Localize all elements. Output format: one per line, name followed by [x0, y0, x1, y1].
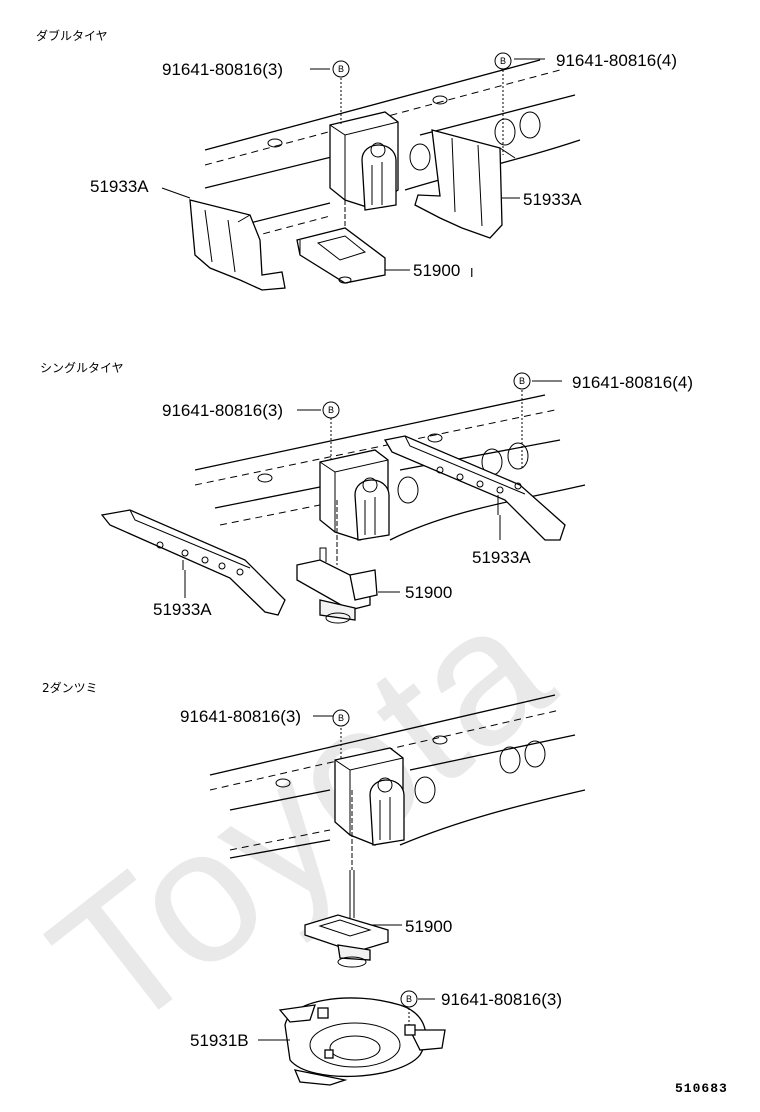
carrier-51900 [296, 227, 386, 284]
bracket-51933a-right [414, 129, 516, 239]
section-two-stage: 2ダンツミ [42, 680, 586, 1086]
leader-line [161, 187, 191, 199]
callout-marker-b: B [513, 372, 531, 390]
svg-text:B: B [338, 64, 344, 74]
section-title: シングルタイヤ [40, 361, 124, 375]
section-title: ダブルタイヤ [36, 28, 108, 43]
svg-text:B: B [338, 713, 344, 723]
svg-text:B: B [406, 994, 412, 1004]
part-label-carrier: 51900 [405, 917, 452, 936]
part-label-bolt: 91641-80816(3) [162, 401, 283, 420]
tire-plate-51931b [278, 997, 446, 1086]
part-label-suffix: I [470, 266, 474, 280]
part-label-bracket: 51933A [523, 190, 582, 209]
part-label-bolt: 91641-80816(4) [572, 373, 693, 392]
part-label-bracket: 51933A [153, 600, 212, 619]
part-label-plate: 51931B [190, 1031, 249, 1050]
part-label-bolt: 91641-80816(3) [180, 707, 301, 726]
bracket-51933a-right [383, 435, 566, 541]
callout-marker-b: B [332, 60, 350, 78]
part-label-bracket: 51933A [472, 548, 531, 567]
svg-text:B: B [328, 405, 334, 415]
hanger-housing [319, 449, 390, 541]
hanger-housing [334, 747, 405, 846]
frame-rail [209, 694, 586, 859]
part-label-carrier: 51900 [413, 261, 460, 280]
section-single-tire: シングルタイヤ [40, 361, 693, 624]
diagram-code: 510683 [675, 1081, 728, 1096]
callout-marker-b: B [494, 52, 512, 70]
section-double-tire: ダブルタイヤ [36, 28, 677, 291]
part-label-bolt: 91641-80816(3) [441, 990, 562, 1009]
carrier-51900 [304, 914, 389, 968]
part-label-bolt: 91641-80816(4) [556, 51, 677, 70]
callout-marker-b: B [400, 990, 418, 1008]
part-label-bolt: 91641-80816(3) [162, 60, 283, 79]
part-label-carrier: 51900 [405, 583, 452, 602]
callout-marker-b: B [322, 401, 340, 419]
svg-text:B: B [500, 56, 506, 66]
carrier-51900 [296, 547, 378, 624]
svg-text:B: B [519, 376, 525, 386]
hanger-housing [329, 111, 399, 211]
bracket-51933a-left [100, 509, 286, 616]
callout-marker-b: B [332, 709, 350, 727]
chain [349, 790, 355, 918]
bracket-51933a-left [189, 199, 286, 291]
part-label-bracket: 51933A [90, 177, 149, 196]
section-title: 2ダンツミ [42, 680, 98, 695]
